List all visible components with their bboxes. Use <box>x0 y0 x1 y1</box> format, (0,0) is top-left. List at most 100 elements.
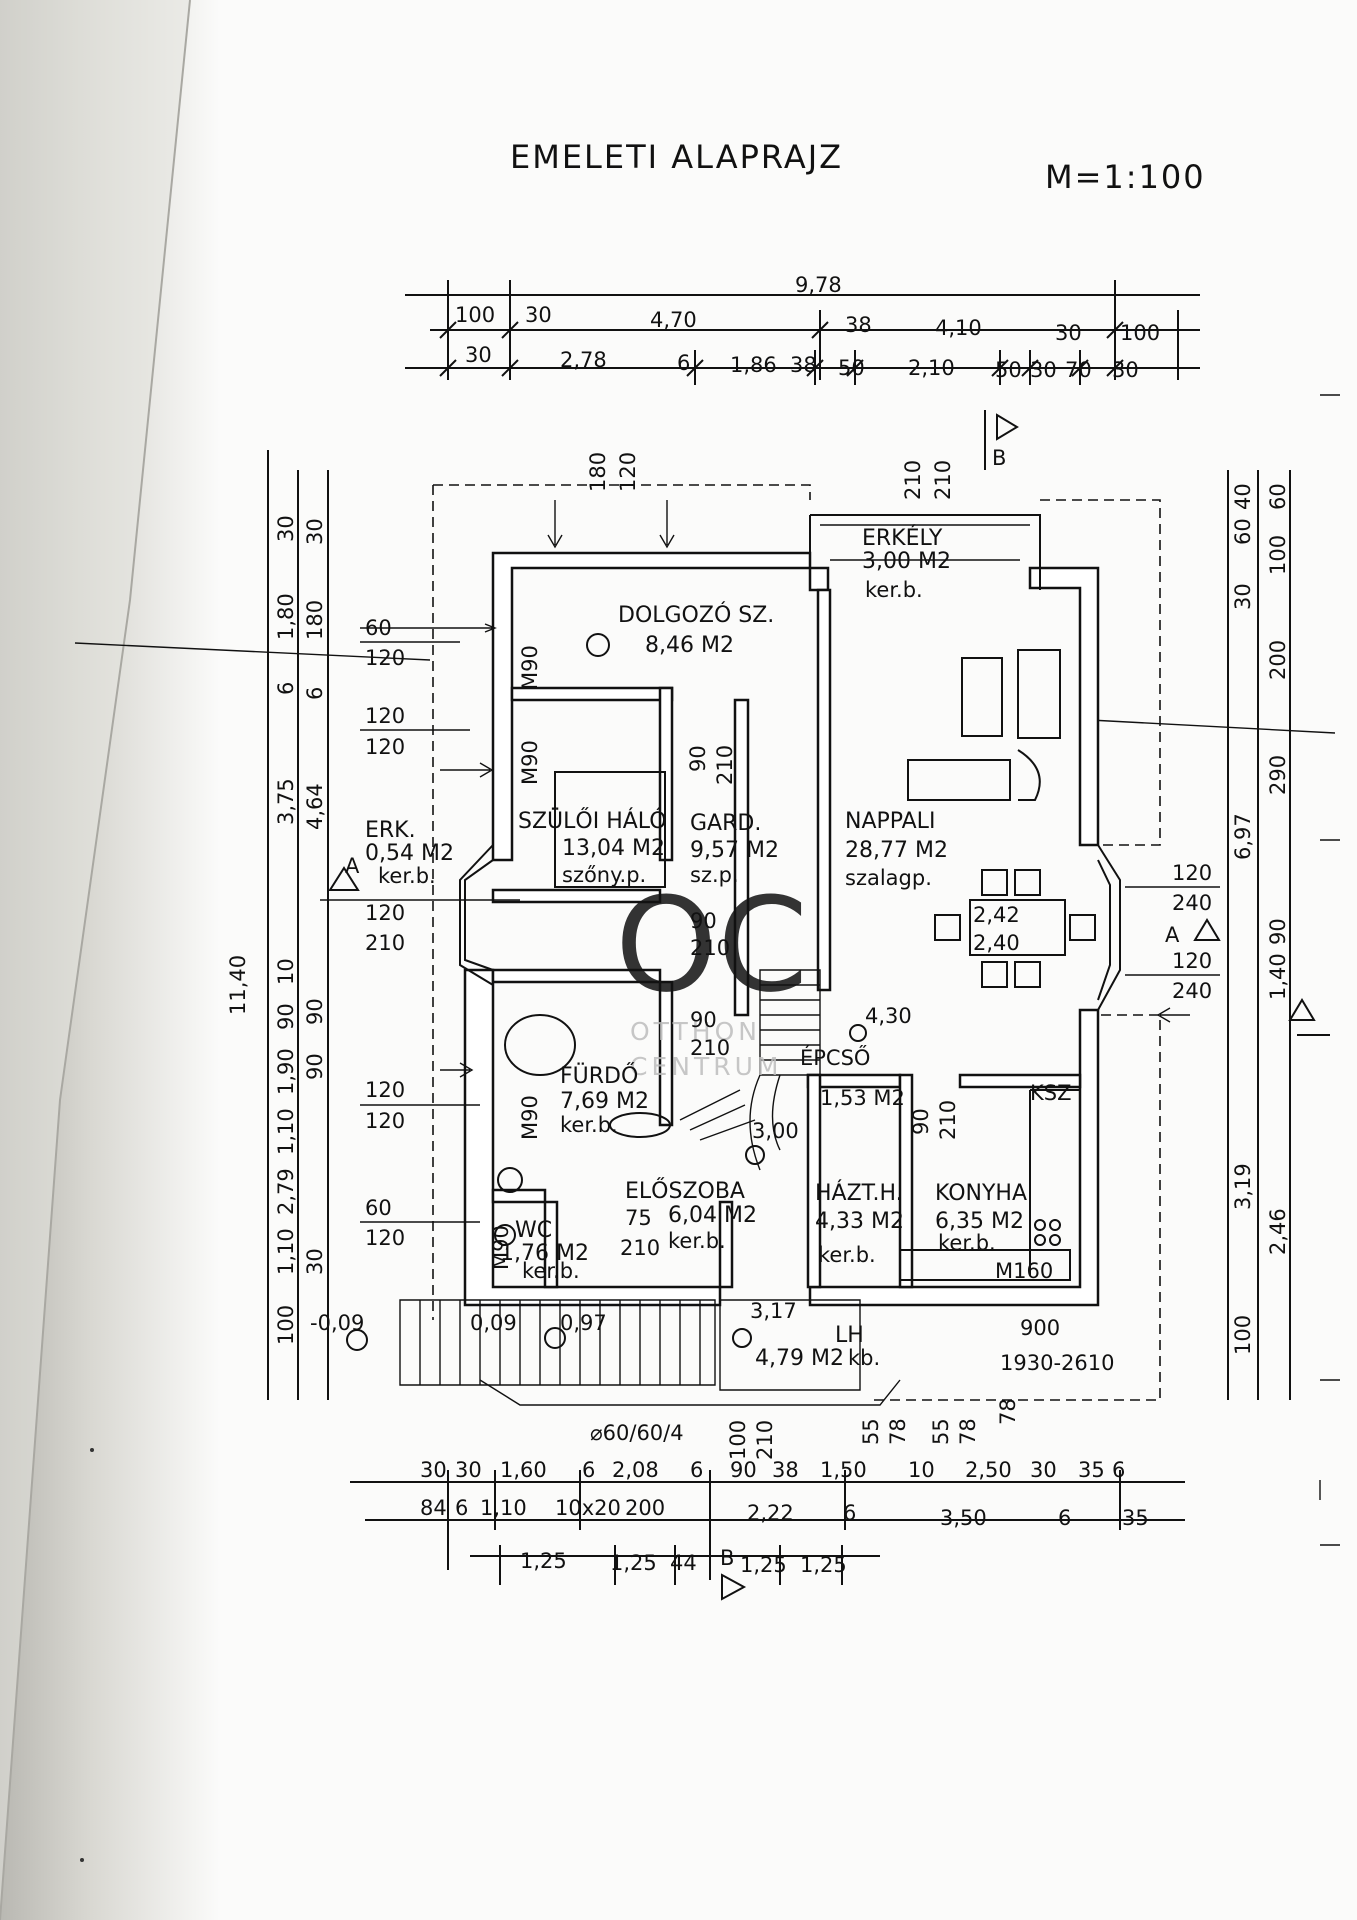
dim-label: 200 <box>625 1496 665 1520</box>
dim-label: 1,25 <box>740 1553 787 1577</box>
section-b-bottom: B <box>720 1546 734 1570</box>
room-area: 28,77 M2 <box>845 838 948 863</box>
dim-label: 38 <box>772 1458 799 1482</box>
dim-label: 50 <box>995 358 1022 382</box>
opening-label: 120 <box>365 901 405 925</box>
dim-label: 38 <box>790 353 817 377</box>
ksz-label: KSZ <box>1030 1081 1072 1105</box>
room-name: KONYHA <box>935 1181 1027 1206</box>
room-area: 6,35 M2 <box>935 1209 1024 1234</box>
room-name: LH <box>835 1323 864 1348</box>
dim-label: 1,10 <box>274 1108 298 1155</box>
window-label: 210 <box>931 460 955 500</box>
dim-label: 1,10 <box>480 1496 527 1520</box>
room-area: 1,53 M2 <box>820 1086 905 1110</box>
dim-label: 1,90 <box>274 1048 298 1095</box>
dim-overall-width: 9,78 <box>795 273 842 297</box>
opening-label: 240 <box>1172 891 1212 915</box>
opening-label: 120 <box>1172 949 1212 973</box>
room-area: 1,76 M2 <box>500 1241 589 1266</box>
section-b-arrow-bottom <box>721 1573 747 1601</box>
dim-label: 6 <box>582 1458 595 1482</box>
dim-label: 3,19 <box>1231 1163 1255 1210</box>
door-label: 75 <box>625 1206 652 1230</box>
room-note: ker.b. <box>865 578 923 602</box>
dim-label: 2,46 <box>1266 1208 1290 1255</box>
dim-label: 90 <box>730 1458 757 1482</box>
dim-label: 10x20 <box>555 1496 621 1520</box>
dim-label: 1,25 <box>520 1549 567 1573</box>
opening-label: 120 <box>365 1078 405 1102</box>
door-label: 210 <box>690 1036 730 1060</box>
dim-label: 100 <box>1266 535 1290 575</box>
door-label: 210 <box>690 936 730 960</box>
room-area: 3,00 M2 <box>862 549 951 574</box>
door-label: M90 <box>518 740 542 785</box>
dim-label: 6 <box>690 1458 703 1482</box>
door-label: 210 <box>620 1236 660 1260</box>
dim-label: 1,50 <box>820 1458 867 1482</box>
window-label: 210 <box>901 460 925 500</box>
dim-label: 35 <box>1078 1458 1105 1482</box>
dim-label: 6 <box>843 1501 856 1525</box>
room-area: 4,79 M2 <box>755 1346 844 1371</box>
room-area: 4,33 M2 <box>815 1209 904 1234</box>
dim-label: 30 <box>1231 583 1255 610</box>
dim-label: 30 <box>1055 321 1082 345</box>
dim-label: 4,10 <box>935 316 982 340</box>
dim-label: 100 <box>455 303 495 327</box>
level-label: 0,97 <box>560 1311 607 1335</box>
plan-title: EMELETI ALAPRAJZ <box>510 138 843 176</box>
door-label: 78 <box>956 1418 980 1445</box>
dim-label: 100 <box>1231 1315 1255 1355</box>
room-note: ker.b. <box>560 1113 618 1137</box>
door-label: 210 <box>713 745 737 785</box>
furniture <box>494 633 1096 1281</box>
dim-label: 6 <box>1112 1458 1125 1482</box>
room-name: ERK. <box>365 818 416 843</box>
section-markers: A A B <box>328 410 1330 1036</box>
room-note: ker.b. <box>378 864 436 888</box>
dim-label: 38 <box>845 313 872 337</box>
top-ticks <box>439 280 1179 385</box>
dim-label: 30 <box>1112 358 1139 382</box>
dim-label: 2,79 <box>274 1168 298 1215</box>
dim-label: 50 <box>838 356 865 380</box>
range-label: 1930-2610 <box>1000 1351 1114 1375</box>
opening-label: 120 <box>365 646 405 670</box>
level-label: -0,09 <box>310 1311 364 1335</box>
dim-label: 30 <box>420 1458 447 1482</box>
dim-label: 10 <box>274 958 298 985</box>
scale-label: M=1:100 <box>1045 158 1206 196</box>
dim-label: 3,75 <box>274 778 298 825</box>
dim-label: 1,10 <box>274 1228 298 1275</box>
room-area: 6,04 M2 <box>668 1203 757 1228</box>
dim-label: 1,60 <box>500 1458 547 1482</box>
dim-label: 1,40 <box>1266 953 1290 1000</box>
chimney-label: ⌀60/60/4 <box>590 1421 684 1445</box>
door-label: 100 <box>726 1420 750 1460</box>
dim-label: 1,80 <box>274 593 298 640</box>
dim-label: 180 <box>303 600 327 640</box>
opening-label: 120 <box>365 735 405 759</box>
door-label: 55 <box>929 1418 953 1445</box>
dim-label: 4,70 <box>650 308 697 332</box>
door-label: 90 <box>690 909 717 933</box>
dim-label: 40 <box>1231 483 1255 510</box>
room-note: ker.b. <box>522 1259 580 1283</box>
door-label: 78 <box>886 1418 910 1445</box>
table-label: 2,42 <box>973 903 1020 927</box>
window-label: 120 <box>616 452 640 492</box>
exterior-walls <box>463 514 1100 1307</box>
dim-label: 30 <box>465 343 492 367</box>
room-area: 7,69 M2 <box>560 1089 649 1114</box>
dim-label: 30 <box>525 303 552 327</box>
dim-label: 70 <box>1065 358 1092 382</box>
section-a-right: A <box>1165 923 1180 947</box>
dim-label: 4,64 <box>303 783 327 830</box>
door-label: 210 <box>936 1100 960 1140</box>
dim-label: 90 <box>303 998 327 1025</box>
dim-label: 6 <box>1058 1506 1071 1530</box>
opening-callouts-left: 60 120 120 120 120 210 120 120 60 120 <box>320 616 520 1250</box>
